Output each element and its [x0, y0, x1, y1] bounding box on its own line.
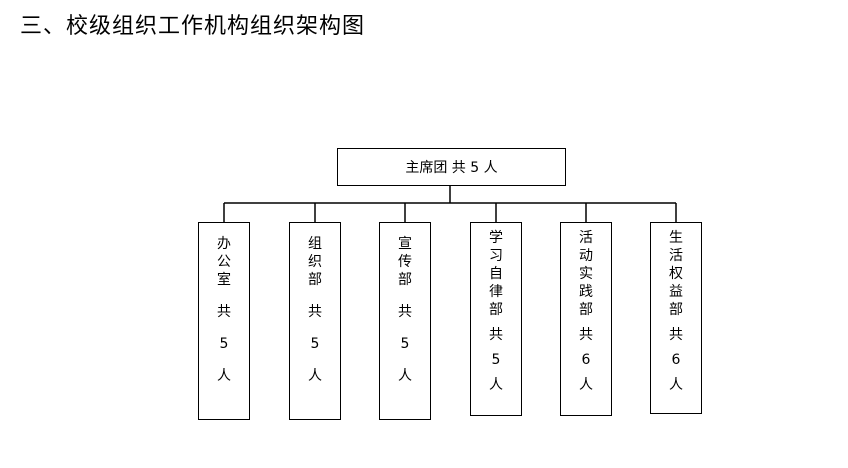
dept-study-discipline-box: 学 习 自 律 部 共 5 人: [470, 222, 522, 416]
dept-name-char: 权: [669, 266, 683, 282]
dept-name-char: 律: [489, 284, 503, 300]
dept-ren-label: 人: [579, 377, 593, 393]
dept-ren-label: 人: [217, 368, 231, 384]
dept-organization-box: 组 织 部 共 5 人: [289, 222, 341, 420]
dept-name-char: 动: [579, 248, 593, 264]
dept-name-char: 自: [489, 266, 503, 282]
dept-gong-label: 共: [217, 304, 231, 320]
dept-count: 5: [491, 352, 501, 368]
dept-name-char: 习: [489, 248, 503, 264]
dept-name-char: 生: [669, 230, 683, 246]
dept-name-char: 组: [308, 236, 322, 252]
dept-name-char: 部: [308, 272, 322, 288]
dept-life-rights-box: 生 活 权 益 部 共 6 人: [650, 222, 702, 414]
presidium-label: 主席团 共 5 人: [405, 160, 498, 176]
dept-name-char: 活: [669, 248, 683, 264]
page-title: 三、校级组织工作机构组织架构图: [20, 14, 366, 39]
dept-office-box: 办 公 室 共 5 人: [198, 222, 250, 420]
dept-gong-label: 共: [579, 327, 593, 343]
dept-name-char: 传: [398, 254, 412, 270]
dept-activity-practice-box: 活 动 实 践 部 共 6 人: [560, 222, 612, 416]
dept-name-char: 办: [217, 236, 231, 252]
dept-ren-label: 人: [398, 368, 412, 384]
dept-gong-label: 共: [308, 304, 322, 320]
dept-count: 5: [219, 336, 229, 352]
dept-name-char: 部: [669, 302, 683, 318]
dept-name-char: 公: [217, 254, 231, 270]
dept-count: 5: [400, 336, 410, 352]
dept-ren-label: 人: [308, 368, 322, 384]
dept-count: 6: [581, 352, 591, 368]
dept-name-char: 宣: [398, 236, 412, 252]
dept-ren-label: 人: [489, 377, 503, 393]
dept-name-char: 实: [579, 266, 593, 282]
dept-name-char: 活: [579, 230, 593, 246]
dept-name-char: 学: [489, 230, 503, 246]
dept-name-char: 部: [579, 302, 593, 318]
dept-name-char: 益: [669, 284, 683, 300]
dept-name-char: 部: [489, 302, 503, 318]
presidium-box: 主席团 共 5 人: [337, 148, 566, 186]
dept-gong-label: 共: [398, 304, 412, 320]
dept-publicity-box: 宣 传 部 共 5 人: [379, 222, 431, 420]
dept-count: 6: [671, 352, 681, 368]
dept-name-char: 部: [398, 272, 412, 288]
dept-name-char: 室: [217, 272, 231, 288]
dept-gong-label: 共: [489, 327, 503, 343]
dept-count: 5: [310, 336, 320, 352]
dept-name-char: 践: [579, 284, 593, 300]
dept-ren-label: 人: [669, 377, 683, 393]
dept-gong-label: 共: [669, 327, 683, 343]
dept-name-char: 织: [308, 254, 322, 270]
